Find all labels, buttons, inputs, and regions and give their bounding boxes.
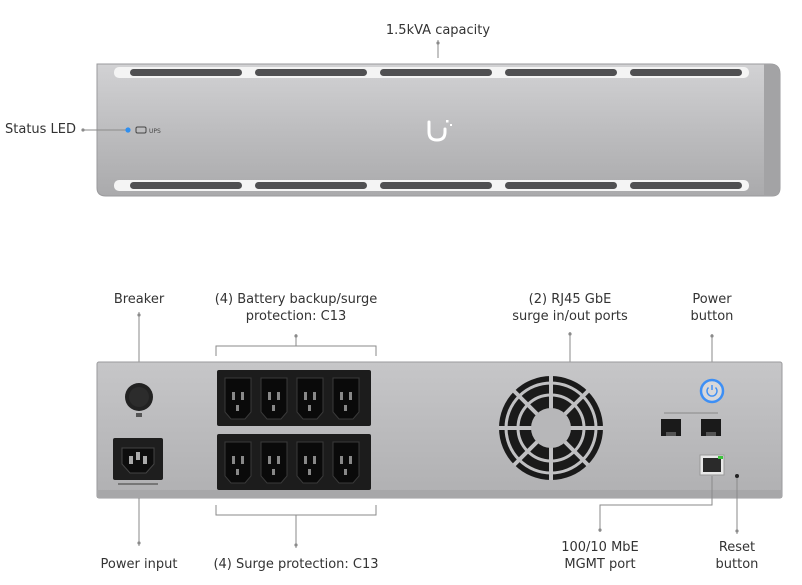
battery-backup-outlets bbox=[217, 370, 371, 426]
label-power-input: Power input bbox=[100, 557, 178, 572]
label-rj45-line2: surge in/out ports bbox=[512, 309, 628, 324]
label-power-button: Power button bbox=[672, 291, 752, 325]
brand-logo-icon bbox=[427, 120, 452, 142]
label-reset-line2: button bbox=[715, 557, 759, 572]
label-battery-backup-line1: (4) Battery backup/surge bbox=[214, 292, 378, 307]
label-mgmt-line2: MGMT port bbox=[564, 557, 636, 572]
label-reset-line1: Reset bbox=[718, 540, 756, 555]
ups-battery-icon bbox=[135, 126, 147, 134]
ups-front-panel bbox=[96, 63, 781, 197]
label-mgmt-port: 100/10 MbE MGMT port bbox=[540, 539, 660, 573]
label-battery-backup: (4) Battery backup/surge protection: C13 bbox=[196, 291, 396, 325]
label-power-button-line2: button bbox=[690, 309, 734, 324]
label-reset-button: Reset button bbox=[697, 539, 777, 573]
reset-button[interactable] bbox=[735, 474, 739, 478]
label-power-button-line1: Power bbox=[692, 292, 732, 307]
label-breaker: Breaker bbox=[113, 292, 165, 307]
label-battery-backup-line2: protection: C13 bbox=[245, 309, 347, 324]
surge-outlets bbox=[217, 434, 371, 490]
mgmt-port[interactable] bbox=[699, 454, 725, 476]
breaker-switch[interactable] bbox=[125, 383, 153, 417]
status-led-indicator bbox=[125, 127, 131, 133]
power-button[interactable] bbox=[699, 378, 725, 404]
rj45-surge-port-out[interactable] bbox=[701, 419, 721, 436]
label-mgmt-line1: 100/10 MbE bbox=[561, 540, 639, 555]
ups-marking: UPS bbox=[149, 128, 161, 135]
rj45-surge-port-in[interactable] bbox=[661, 419, 681, 436]
label-surge-protection: (4) Surge protection: C13 bbox=[213, 557, 379, 572]
front-label-capacity: 1.5kVA capacity bbox=[385, 23, 491, 38]
front-label-status-led: Status LED bbox=[5, 122, 77, 137]
power-input-socket bbox=[113, 438, 163, 485]
label-rj45-line1: (2) RJ45 GbE bbox=[528, 292, 612, 307]
label-rj45-ports: (2) RJ45 GbE surge in/out ports bbox=[490, 291, 650, 325]
cooling-fan bbox=[499, 376, 603, 480]
